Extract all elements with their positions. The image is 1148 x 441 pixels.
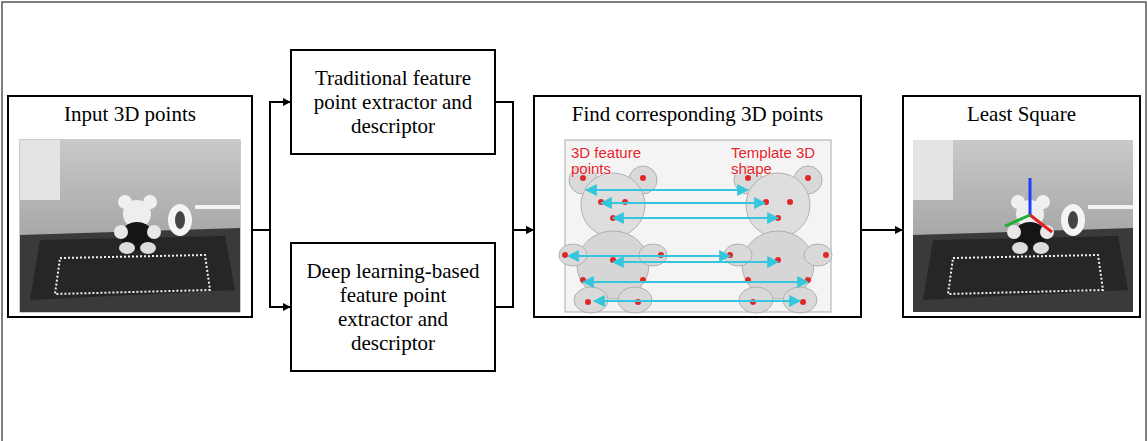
stage-box: Find corresponding 3D points [533, 95, 862, 318]
process-box: Traditional feature point extractor and … [290, 49, 496, 155]
box-text: Deep learning-based feature point extrac… [300, 259, 486, 356]
box-heading: Least Square [904, 97, 1139, 126]
box-heading: Find corresponding 3D points [535, 97, 860, 126]
flow-arrow [253, 102, 290, 230]
box-heading: Input 3D points [9, 97, 251, 126]
image-label: Template 3D shape [731, 145, 823, 177]
flow-arrow [496, 230, 533, 307]
text-wrap: Traditional feature point extractor and … [300, 66, 486, 138]
stage-box: Input 3D points [7, 95, 253, 318]
image-label: 3D feature points [571, 145, 666, 177]
box-text: Traditional feature point extractor and … [300, 66, 486, 138]
flow-arrow [496, 102, 533, 230]
text-wrap: Deep learning-based feature point extrac… [300, 259, 486, 356]
flow-arrow [862, 229, 902, 231]
process-box: Deep learning-based feature point extrac… [290, 242, 496, 372]
flow-arrow [253, 230, 290, 307]
stage-box: Least Square [902, 95, 1141, 318]
